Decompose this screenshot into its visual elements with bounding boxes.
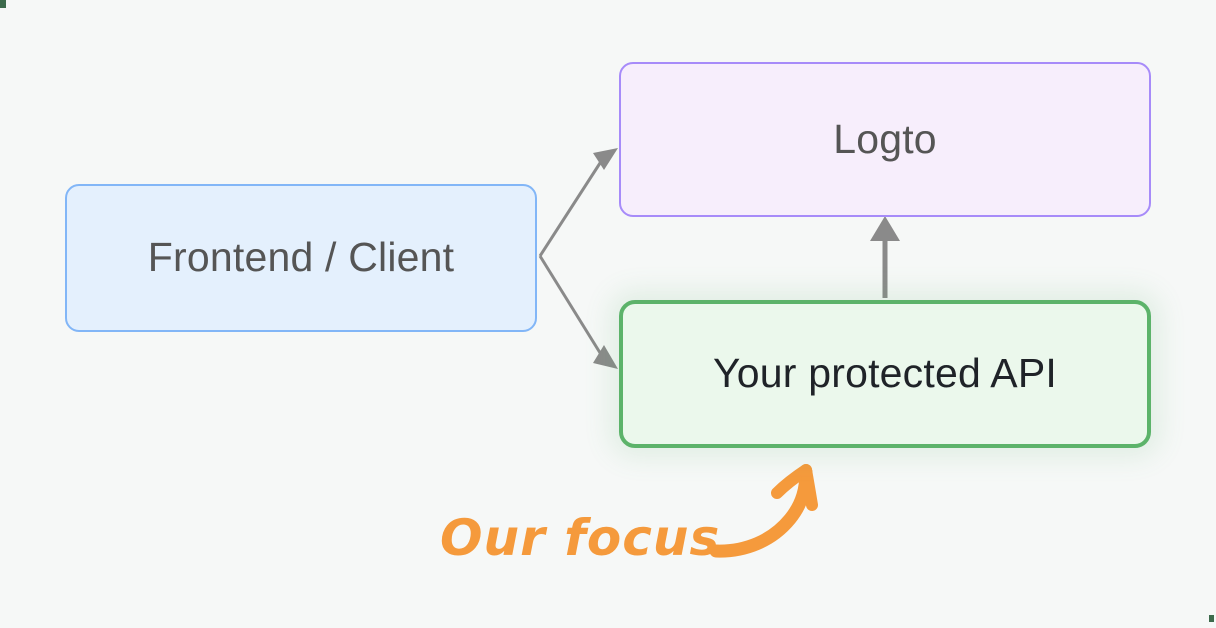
corner-artifact-top-left (0, 0, 6, 8)
edge-frontend-to-logto (538, 148, 618, 257)
edge-frontend-to-api (538, 255, 618, 369)
node-frontend-client-label: Frontend / Client (147, 234, 455, 281)
node-logto-label: Logto (833, 115, 937, 162)
node-frontend-client[interactable]: Frontend / Client (65, 184, 537, 332)
edge-api-to-logto (870, 216, 900, 298)
corner-artifact-bottom-right (1209, 615, 1214, 622)
node-protected-api[interactable]: Your protected API (619, 300, 1151, 448)
node-protected-api-label: Your protected API (713, 350, 1057, 397)
node-logto[interactable]: Logto (619, 62, 1151, 217)
our-focus-arrow-icon (709, 464, 818, 558)
our-focus-annotation-label: Our focus (440, 509, 721, 567)
